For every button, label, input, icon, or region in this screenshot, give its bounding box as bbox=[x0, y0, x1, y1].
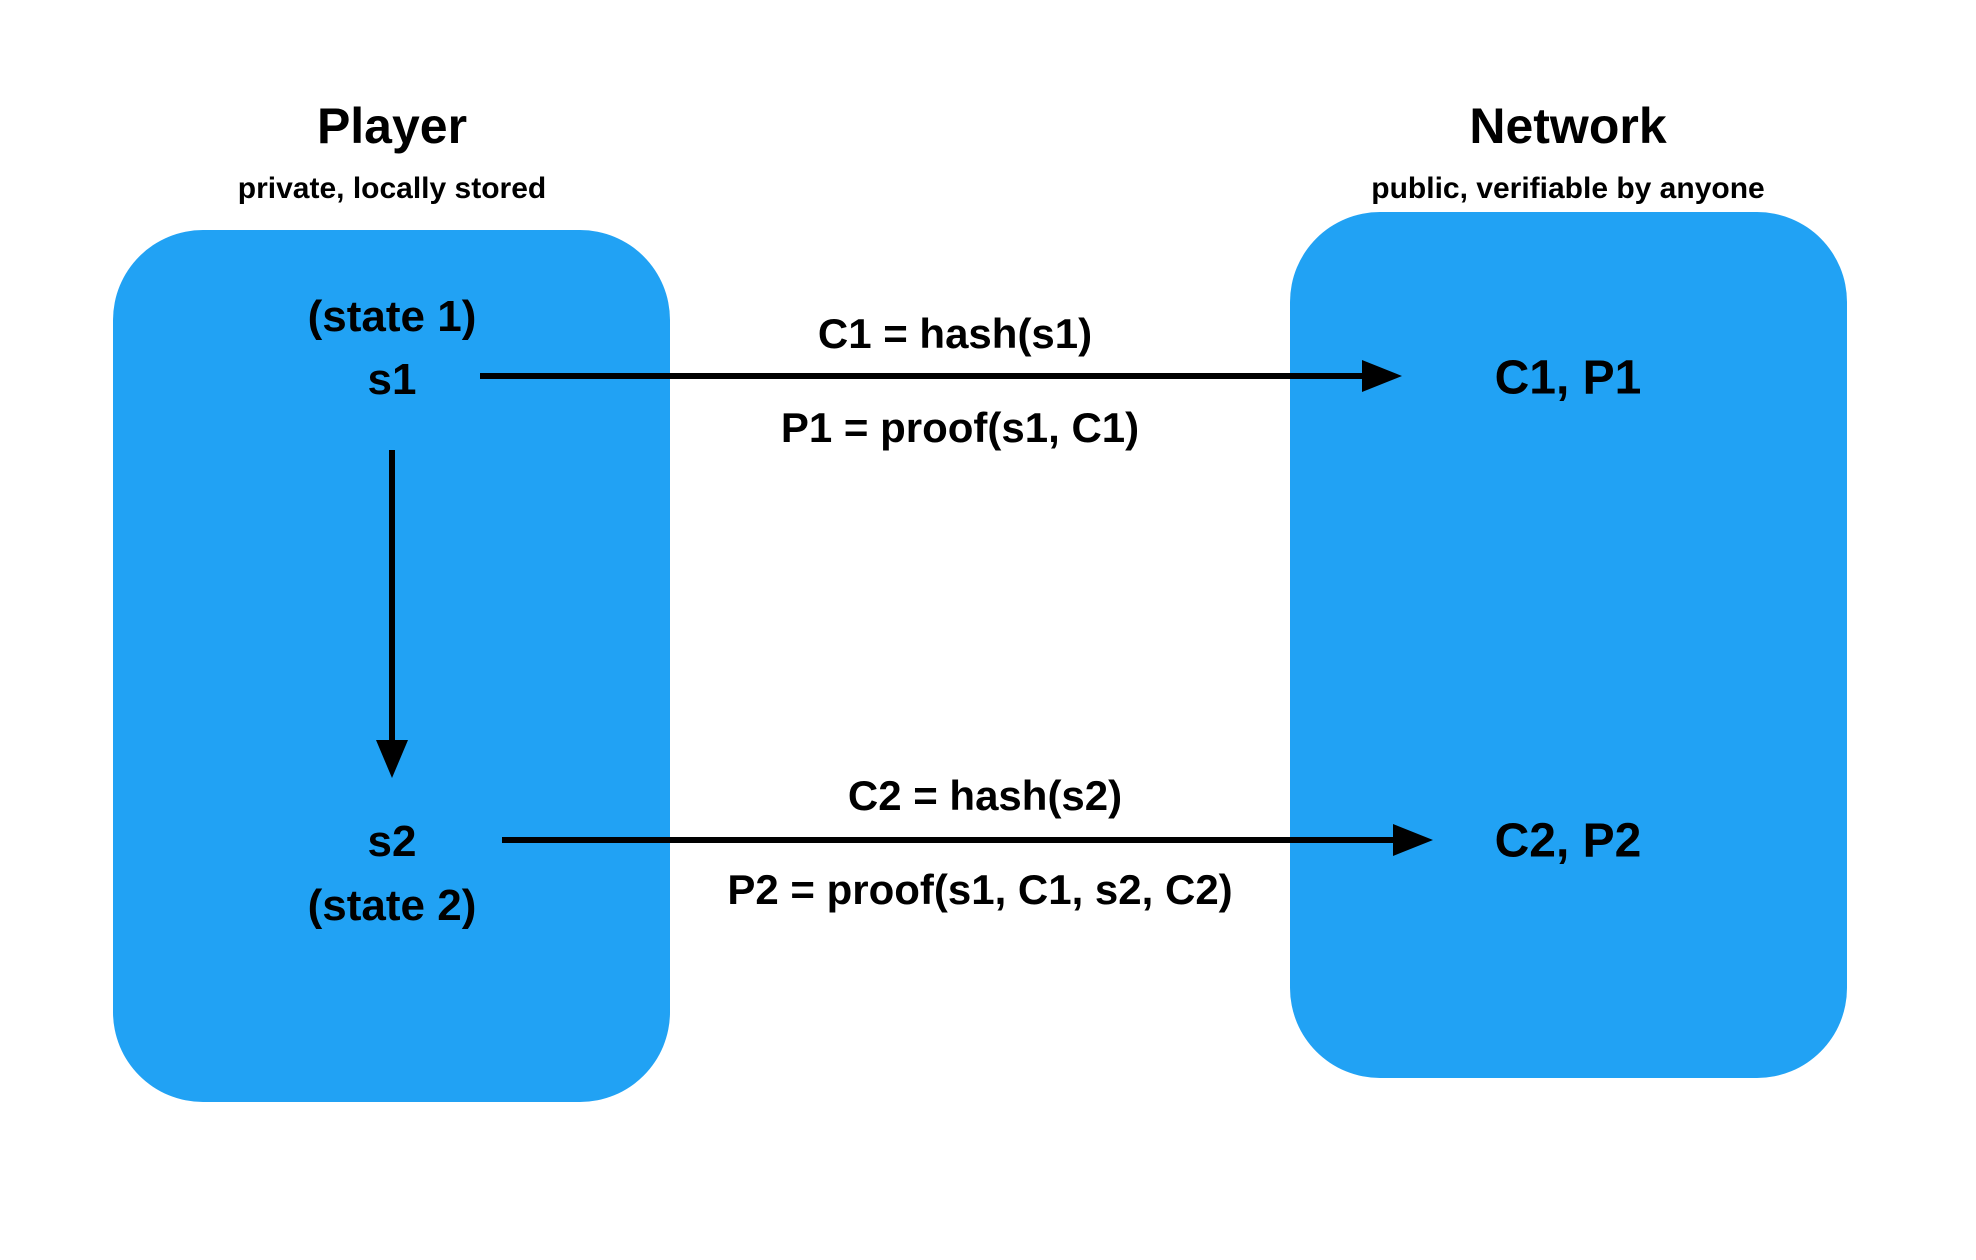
s1-label: s1 bbox=[367, 355, 417, 404]
player-subtitle: private, locally stored bbox=[237, 172, 547, 205]
network-box bbox=[1290, 212, 1847, 1078]
proof1-label: P1 = proof(s1, C1) bbox=[780, 404, 1140, 451]
commit2-arrowhead bbox=[1393, 824, 1433, 856]
s2-label: s2 bbox=[367, 817, 417, 866]
state1-label: (state 1) bbox=[307, 292, 477, 341]
state-transition-arrow-line bbox=[389, 450, 395, 742]
commit1-label: C1 = hash(s1) bbox=[817, 310, 1093, 357]
network-entry-1: C1, P1 bbox=[1494, 351, 1642, 405]
network-title: Network bbox=[1469, 98, 1667, 154]
network-entry-2: C2, P2 bbox=[1494, 814, 1642, 868]
proof2-label: P2 = proof(s1, C1, s2, C2) bbox=[727, 866, 1233, 913]
state-transition-arrowhead bbox=[376, 740, 408, 778]
state2-label: (state 2) bbox=[307, 881, 477, 930]
commit1-arrow-line bbox=[480, 373, 1364, 379]
commit2-label: C2 = hash(s2) bbox=[847, 772, 1123, 819]
player-title: Player bbox=[316, 98, 468, 154]
commit1-arrowhead bbox=[1362, 360, 1402, 392]
network-subtitle: public, verifiable by anyone bbox=[1371, 172, 1765, 205]
commit2-arrow-line bbox=[502, 837, 1395, 843]
